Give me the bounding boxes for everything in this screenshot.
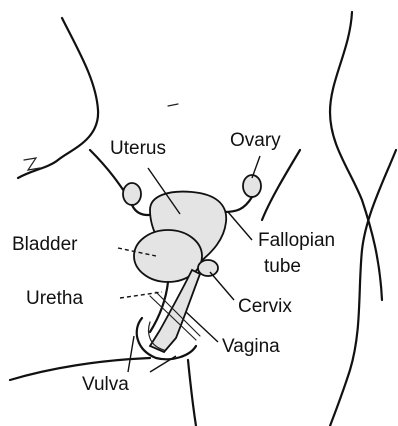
label-bladder: Bladder <box>12 234 78 256</box>
left-ovary-shape <box>123 183 141 205</box>
right-fallopian-tube <box>224 197 252 212</box>
label-ovary: Ovary <box>230 130 281 152</box>
leader-fallopian <box>228 212 252 240</box>
leader-cervix <box>210 272 234 300</box>
body-outline-left <box>18 18 98 178</box>
label-vagina: Vagina <box>222 336 280 358</box>
label-cervix: Cervix <box>238 296 292 318</box>
right-ovary-shape <box>243 175 261 197</box>
leader-ovary <box>252 156 260 178</box>
body-outline-right <box>330 12 382 300</box>
inner-curve-right <box>262 150 300 220</box>
thigh-outline-right <box>330 150 396 426</box>
label-uretha: Uretha <box>26 288 83 310</box>
leader-uretha <box>120 292 162 298</box>
leader-vulva-left <box>128 336 134 372</box>
navel <box>168 104 178 106</box>
label-fallopian-line1: Fallopian <box>258 230 335 252</box>
label-vulva: Vulva <box>82 374 129 396</box>
hip-crease-left <box>24 158 40 170</box>
label-uterus: Uterus <box>110 138 166 160</box>
leg-inner-line <box>188 360 196 426</box>
label-fallopian-line2: tube <box>264 256 301 278</box>
